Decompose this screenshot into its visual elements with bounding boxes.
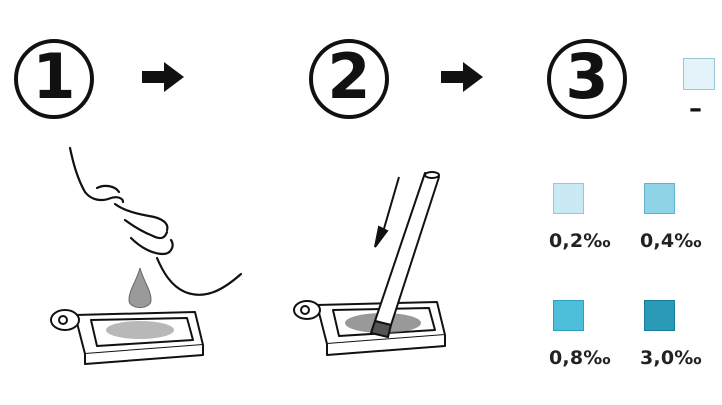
breath-on-pad-illustration: [45, 140, 245, 370]
arrow-right-icon: [441, 62, 483, 92]
step-2-circle: 2: [309, 39, 389, 119]
swatch-3-0-permille: [644, 300, 675, 331]
arrow-right-icon: [142, 62, 184, 92]
negative-label: –: [689, 96, 702, 122]
swatch-0-4-permille: [644, 183, 675, 214]
step-3-circle: 3: [547, 39, 627, 119]
step-1-number: 1: [32, 46, 75, 108]
label-3-0-permille: 3,0‰: [640, 347, 702, 369]
label-0-2-permille: 0,2‰: [549, 230, 611, 252]
insert-stick-illustration: [295, 165, 465, 405]
label-0-4-permille: 0,4‰: [640, 230, 702, 252]
negative-swatch: [683, 58, 715, 90]
swatch-0-2-permille: [553, 183, 584, 214]
step-1-circle: 1: [14, 39, 94, 119]
step-2-number: 2: [327, 46, 370, 108]
swatch-0-8-permille: [553, 300, 584, 331]
label-0-8-permille: 0,8‰: [549, 347, 611, 369]
step-3-number: 3: [565, 46, 608, 108]
